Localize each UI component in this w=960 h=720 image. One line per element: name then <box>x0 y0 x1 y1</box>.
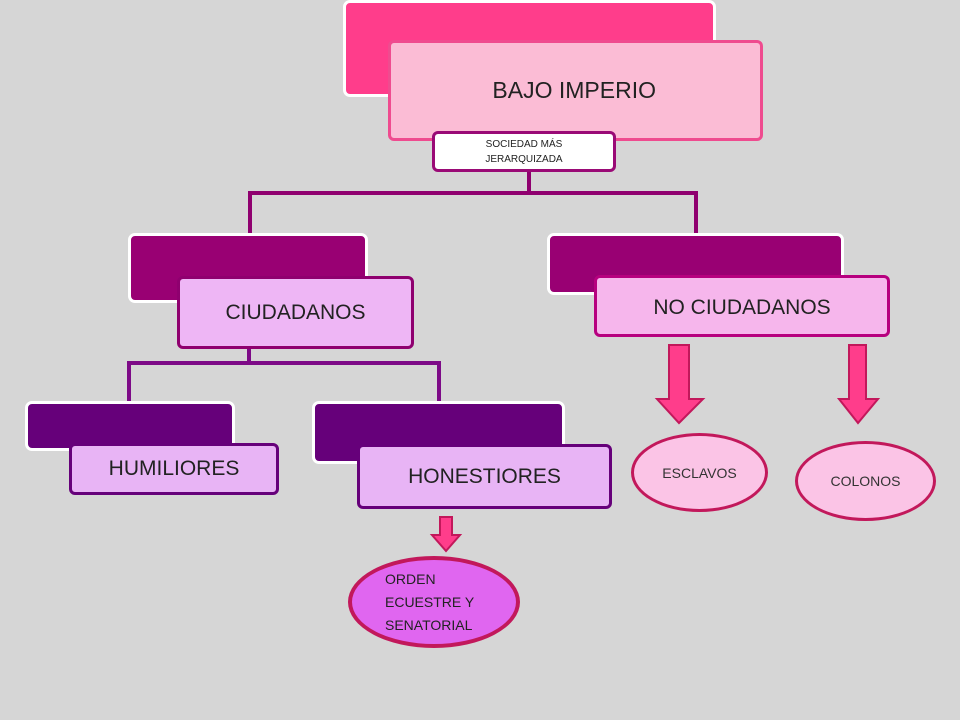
root-connector-vertical <box>527 172 531 192</box>
no-ciudadanos-node: NO CIUDADANOS <box>594 275 890 337</box>
down-arrow-icon <box>429 516 463 553</box>
humiliores-label: HUMILIORES <box>108 457 240 480</box>
root-subtitle-box: SOCIEDAD MÁS JERARQUIZADA <box>432 131 616 172</box>
no-ciudadanos-label: NO CIUDADANOS <box>653 296 831 319</box>
esclavos-ellipse: ESCLAVOS <box>631 433 768 512</box>
honestiores-node: HONESTIORES <box>357 444 612 509</box>
esclavos-label: ESCLAVOS <box>662 464 737 481</box>
root-title: BAJO IMPERIO <box>492 77 656 103</box>
down-arrow-icon <box>654 344 706 425</box>
ciudadanos-connector-vertical <box>247 346 251 364</box>
root-subtitle: SOCIEDAD MÁS JERARQUIZADA <box>485 138 563 165</box>
root-node: BAJO IMPERIO <box>388 40 763 141</box>
connector-to-no-ciudadanos <box>694 191 698 235</box>
humiliores-node-back <box>25 401 235 451</box>
connector-to-ciudadanos <box>248 191 252 235</box>
colonos-ellipse: COLONOS <box>795 441 936 521</box>
ciudadanos-node: CIUDADANOS <box>177 276 414 349</box>
honestiores-label: HONESTIORES <box>408 464 561 488</box>
orden-ellipse: ORDEN ECUESTRE Y SENATORIAL <box>348 556 520 648</box>
humiliores-node: HUMILIORES <box>69 443 279 495</box>
colonos-label: COLONOS <box>830 473 901 489</box>
ciudadanos-label: CIUDADANOS <box>225 300 366 324</box>
connector-to-honestiores <box>437 361 441 403</box>
down-arrow-icon <box>836 344 881 425</box>
orden-label: ORDEN ECUESTRE Y SENATORIAL <box>385 570 474 633</box>
connector-to-humiliores <box>127 361 131 403</box>
level2-connector-horizontal <box>127 361 441 365</box>
level1-connector-horizontal <box>248 191 698 195</box>
